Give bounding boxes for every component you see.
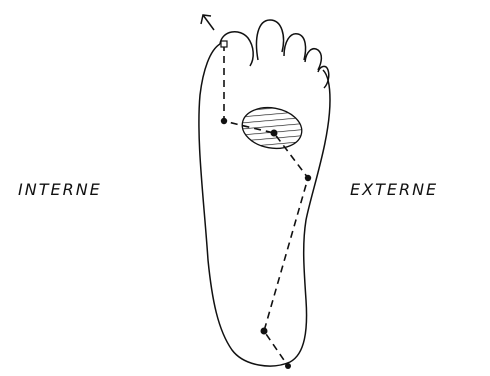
path-point	[271, 130, 278, 137]
label-external: EXTERNE	[350, 180, 438, 199]
arrow-up-left-icon	[201, 15, 214, 30]
path-point	[305, 175, 311, 181]
path-point	[285, 363, 291, 369]
label-internal: INTERNE	[18, 180, 102, 199]
dashed-path	[224, 44, 308, 366]
big-toe	[220, 32, 253, 66]
path-point	[261, 328, 268, 335]
foot-outline	[199, 44, 330, 366]
path-point	[221, 118, 227, 124]
toe-3	[284, 34, 306, 60]
toe-2	[257, 20, 284, 60]
path-point-start	[221, 41, 227, 47]
toe-4	[305, 49, 321, 70]
hatched-pressure-area	[239, 103, 305, 153]
